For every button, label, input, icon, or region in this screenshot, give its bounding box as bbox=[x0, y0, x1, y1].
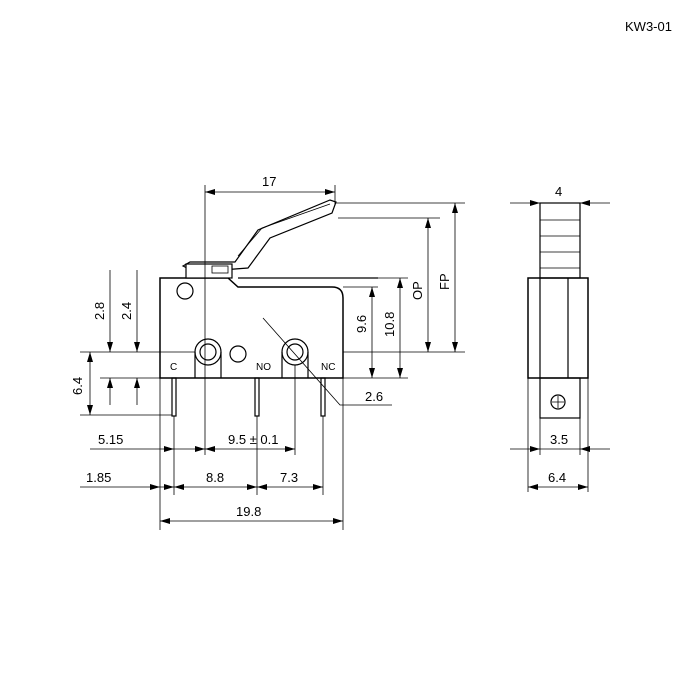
side-screw bbox=[550, 394, 566, 410]
right-boss bbox=[281, 352, 309, 378]
side-body bbox=[527, 277, 589, 379]
terminal-c bbox=[171, 377, 177, 417]
switch-body bbox=[159, 277, 344, 379]
dim-6-4-front: 6.4 bbox=[70, 377, 85, 395]
dim-1-85: 1.85 bbox=[86, 470, 111, 485]
mount-hole-right-outer bbox=[281, 338, 309, 366]
drawing-title: KW3-01 bbox=[625, 19, 672, 34]
terminal-no-label: NO bbox=[256, 362, 271, 373]
dim-2-8: 2.8 bbox=[92, 302, 107, 320]
dim-7-3: 7.3 bbox=[280, 470, 298, 485]
dim-2-4: 2.4 bbox=[119, 302, 134, 320]
dim-fp: FP bbox=[437, 273, 452, 290]
mount-hole-right-inner bbox=[286, 343, 304, 361]
small-hole bbox=[176, 282, 194, 300]
hole-leader bbox=[262, 317, 392, 406]
mount-hole-left-outer bbox=[194, 338, 222, 366]
dim-lever-17: 17 bbox=[262, 174, 276, 189]
lever-inner-line bbox=[237, 203, 331, 257]
side-body-inner bbox=[539, 278, 569, 378]
dim-19-8: 19.8 bbox=[236, 504, 261, 519]
dim-5-15: 5.15 bbox=[98, 432, 123, 447]
dimension-lines: 17 OP FP 9.6 10.8 2.8 bbox=[70, 174, 465, 530]
lever-arm bbox=[181, 199, 337, 273]
side-screw-cross bbox=[552, 396, 564, 408]
dim-10-8: 10.8 bbox=[382, 312, 397, 337]
dim-hole-2-6: 2.6 bbox=[365, 389, 383, 404]
side-view: 4 3.5 6.4 bbox=[510, 184, 610, 492]
terminal-c-label: C bbox=[170, 362, 177, 373]
lever-pivot bbox=[185, 263, 233, 279]
left-boss bbox=[194, 352, 222, 378]
terminal-no bbox=[254, 377, 260, 417]
dim-9-6: 9.6 bbox=[354, 315, 369, 333]
mount-hole-left-inner bbox=[199, 343, 217, 361]
dim-side-6-4: 6.4 bbox=[548, 470, 566, 485]
side-lever bbox=[539, 202, 581, 279]
lever-pivot-inner bbox=[211, 265, 229, 274]
terminal-nc-label: NC bbox=[321, 362, 335, 373]
dimple-hole bbox=[229, 345, 247, 363]
dim-8-8: 8.8 bbox=[206, 470, 224, 485]
dim-side-3-5: 3.5 bbox=[550, 432, 568, 447]
side-lever-ribs bbox=[540, 219, 580, 269]
front-view: C NO NC 2.6 bbox=[159, 199, 392, 417]
dim-9-5: 9.5 ± 0.1 bbox=[228, 432, 279, 447]
side-base bbox=[539, 377, 581, 419]
dim-op: OP bbox=[410, 281, 425, 300]
dim-side-4: 4 bbox=[555, 184, 562, 199]
